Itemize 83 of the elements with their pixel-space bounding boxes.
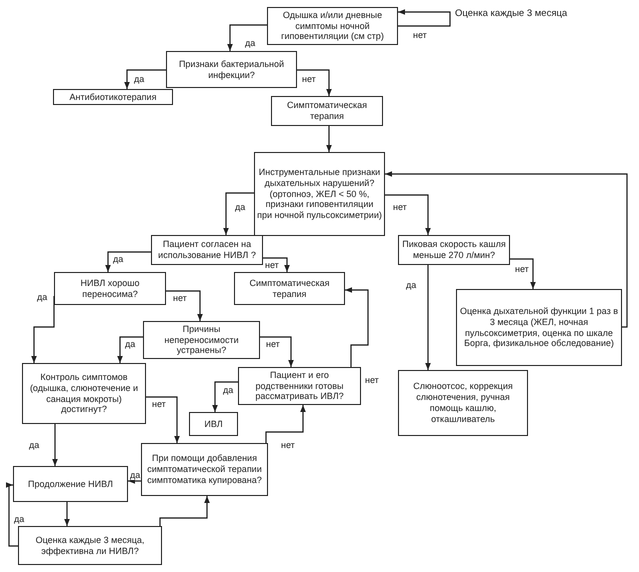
box-text: Симптоматическая терапия [248,278,330,300]
box-text: ИВЛ [204,418,223,430]
edge-label: нет [265,339,281,349]
box-text: Пиковая скорость кашля меньше 270 л/мин? [401,239,507,261]
box-text: Признаки бактериальной инфекции? [178,58,286,80]
edge-label: да [129,470,142,480]
connector-arrow [146,396,180,443]
edge-label: нет [280,440,296,450]
connector-arrow [398,9,451,27]
edge-label: да [112,254,124,264]
edge-label: нет [172,293,188,303]
connector-arrow [425,265,431,370]
box-text: Причины непереносимости устранены? [163,324,240,356]
box-text: Симптоматическая терапия [286,100,368,122]
connector-arrow [159,496,210,526]
connector-arrow [117,336,143,363]
edge-label: нет [264,260,280,270]
box-text: При помощи добавления симптоматической терапии симптоматика купирована? [146,453,263,486]
connector-arrow [385,194,431,235]
edge-label: да [36,292,48,302]
connector-arrow [223,192,254,235]
flowchart-box [456,289,622,366]
flowchart-box [234,272,345,305]
box-text: Слюноотсос, коррекция слюнотечения, ручная помощь кашлю, откашливатель [412,381,514,425]
note-text: Оценка каждые 3 месяца [455,8,568,19]
connector-arrow [345,287,369,367]
box-text: Пациент и его родственники готовы рассматривать ИВЛ? [254,370,345,402]
box-text: Продолжение НИВЛ [28,478,113,490]
edge-label: да [234,202,246,212]
edge-label: да [222,385,234,395]
edge-label: нет [392,202,408,212]
connector-arrow [265,405,306,443]
box-text: Пациент согласен на использование НИВЛ ? [157,239,257,261]
connector-arrow [166,290,203,321]
flowchart-box [398,370,528,436]
flowchart-box [18,526,162,565]
edge-label: да [124,339,136,349]
flowchart-box [267,7,398,45]
edge-label: нет [151,399,167,409]
flowchart-box [151,235,263,265]
connector-arrow [105,251,151,272]
flowchart-box [189,412,238,436]
connector-arrow [6,482,18,547]
box-text: Антибиотикотерапия [70,92,156,102]
edge-label: да [13,514,26,524]
flowchart-box [54,272,166,305]
box-text: Оценка каждые 3 месяца, эффективна ли НИВЛ? [34,534,146,556]
box-text: Оценка дыхательной функции 1 раз в 3 месяца (ЖЕЛ, ночная пульсоксиметрия, оценка по шкале Борга, физикальное обследование) [459,306,619,350]
flowchart-box [166,51,297,88]
edge-label: да [133,74,146,84]
edge-label: да [244,38,256,48]
edge-label: да [28,440,40,450]
flowchart-box [13,466,128,502]
edge-label: нет [412,30,428,40]
flowchart-box [141,443,268,496]
edge-label: нет [364,375,380,385]
box-text: Одышка и/или дневные симптомы ночной гиповентиляции (см стр) [280,10,385,42]
connector-arrow [31,296,55,363]
box-text: (ортопноэ, ЖЕЛ < 50 %, признаки гиповентиляции при ночной пульсоксиметрии) [257,188,382,221]
connector-arrow [64,502,70,526]
edge-label: нет [514,264,530,274]
connector-arrow [510,258,536,289]
flowchart-box [22,363,146,424]
edge-label: да [405,280,418,290]
connector-arrow [52,424,58,466]
flowchart-box [271,96,383,126]
box-text: Контроль симптомов (одышка, слюнотечение и санация мокроты) достигнут? [28,372,140,416]
flowchart-box [238,367,361,405]
flowchart-box [254,152,385,236]
connector-arrow [124,69,166,89]
flowchart-box [53,89,173,105]
connector-arrow [263,257,290,272]
box-text: Инструментальные признаки дыхательных нарушений? [258,167,382,189]
connector-arrow [297,69,332,96]
connector-arrow [128,478,141,484]
edge-label: нет [301,74,317,84]
connector-arrow [227,24,267,51]
box-text: НИВЛ хорошо переносима? [80,278,140,300]
connector-arrow [260,336,294,367]
connector-arrow [212,381,238,412]
connector-arrow [326,126,332,152]
flowchart-box [143,321,260,359]
connector-arrow [385,171,628,328]
